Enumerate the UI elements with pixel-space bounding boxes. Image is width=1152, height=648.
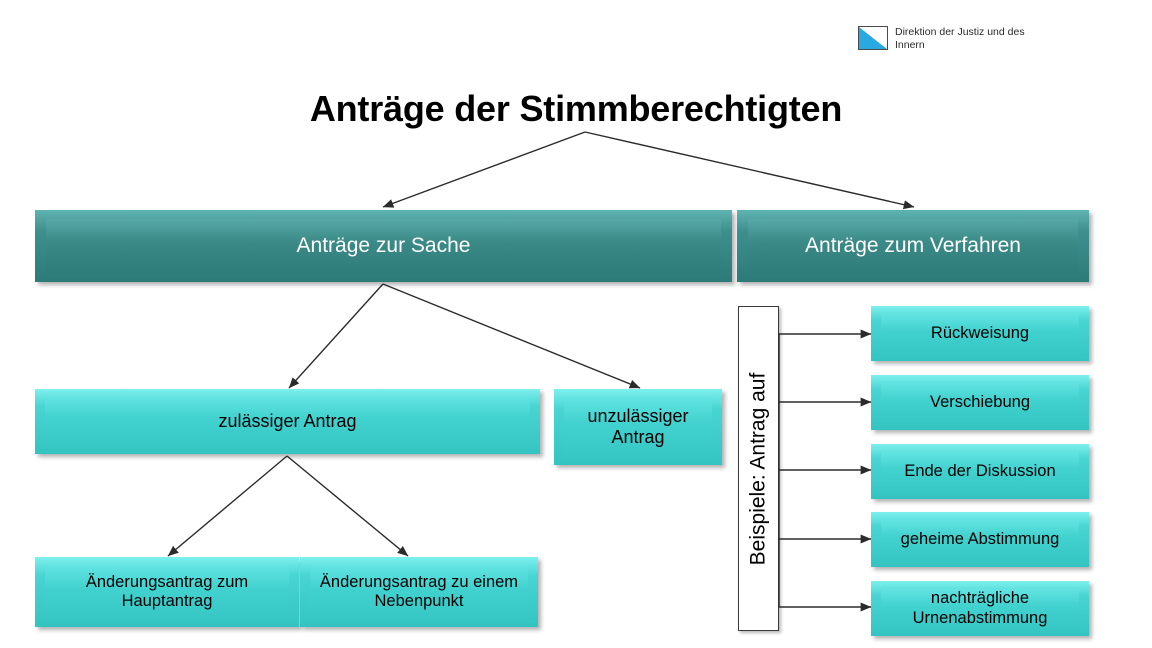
node-label: Anträge zur Sache xyxy=(296,233,471,257)
node-label: unzulässiger Antrag xyxy=(587,405,689,447)
node-geheime-abstimmung[interactable]: geheime Abstimmung xyxy=(871,512,1089,567)
logo-caption: Direktion der Justiz und des Innern xyxy=(895,26,1025,51)
node-antraege-zur-sache[interactable]: Anträge zur Sache xyxy=(35,210,732,282)
examples-label-text: Beispiele: Antrag auf xyxy=(746,372,770,565)
diagonal-square-logo-icon xyxy=(858,26,888,50)
organization-logo: Direktion der Justiz und des Innern xyxy=(858,26,1025,51)
node-aenderungsantrag-nebenpunkt[interactable]: Änderungsantrag zu einem Nebenpunkt xyxy=(300,557,538,627)
node-label: Änderungsantrag zu einem Nebenpunkt xyxy=(319,572,519,610)
node-label: geheime Abstimmung xyxy=(900,529,1060,548)
node-nachtraegliche-urnenabstimmung[interactable]: nachträgliche Urnenabstimmung xyxy=(871,581,1089,636)
node-aenderungsantrag-hauptantrag[interactable]: Änderungsantrag zum Hauptantrag xyxy=(35,557,299,627)
node-label: Anträge zum Verfahren xyxy=(805,233,1021,257)
examples-bracket-label: Beispiele: Antrag auf xyxy=(738,306,779,631)
node-label: Rückweisung xyxy=(930,323,1030,342)
node-label: zulässiger Antrag xyxy=(218,410,357,431)
node-unzulaessiger-antrag[interactable]: unzulässiger Antrag xyxy=(554,389,722,465)
node-zulaessiger-antrag[interactable]: zulässiger Antrag xyxy=(35,389,540,454)
node-label: Änderungsantrag zum Hauptantrag xyxy=(85,572,249,610)
node-rueckweisung[interactable]: Rückweisung xyxy=(871,306,1089,361)
node-label: Verschiebung xyxy=(930,392,1030,411)
node-antraege-zum-verfahren[interactable]: Anträge zum Verfahren xyxy=(737,210,1089,282)
node-ende-der-diskussion[interactable]: Ende der Diskussion xyxy=(871,444,1089,499)
node-label: Ende der Diskussion xyxy=(904,461,1056,480)
page-title: Anträge der Stimmberechtigten xyxy=(309,88,843,129)
node-label: nachträgliche Urnenabstimmung xyxy=(912,589,1048,627)
node-verschiebung[interactable]: Verschiebung xyxy=(871,375,1089,430)
